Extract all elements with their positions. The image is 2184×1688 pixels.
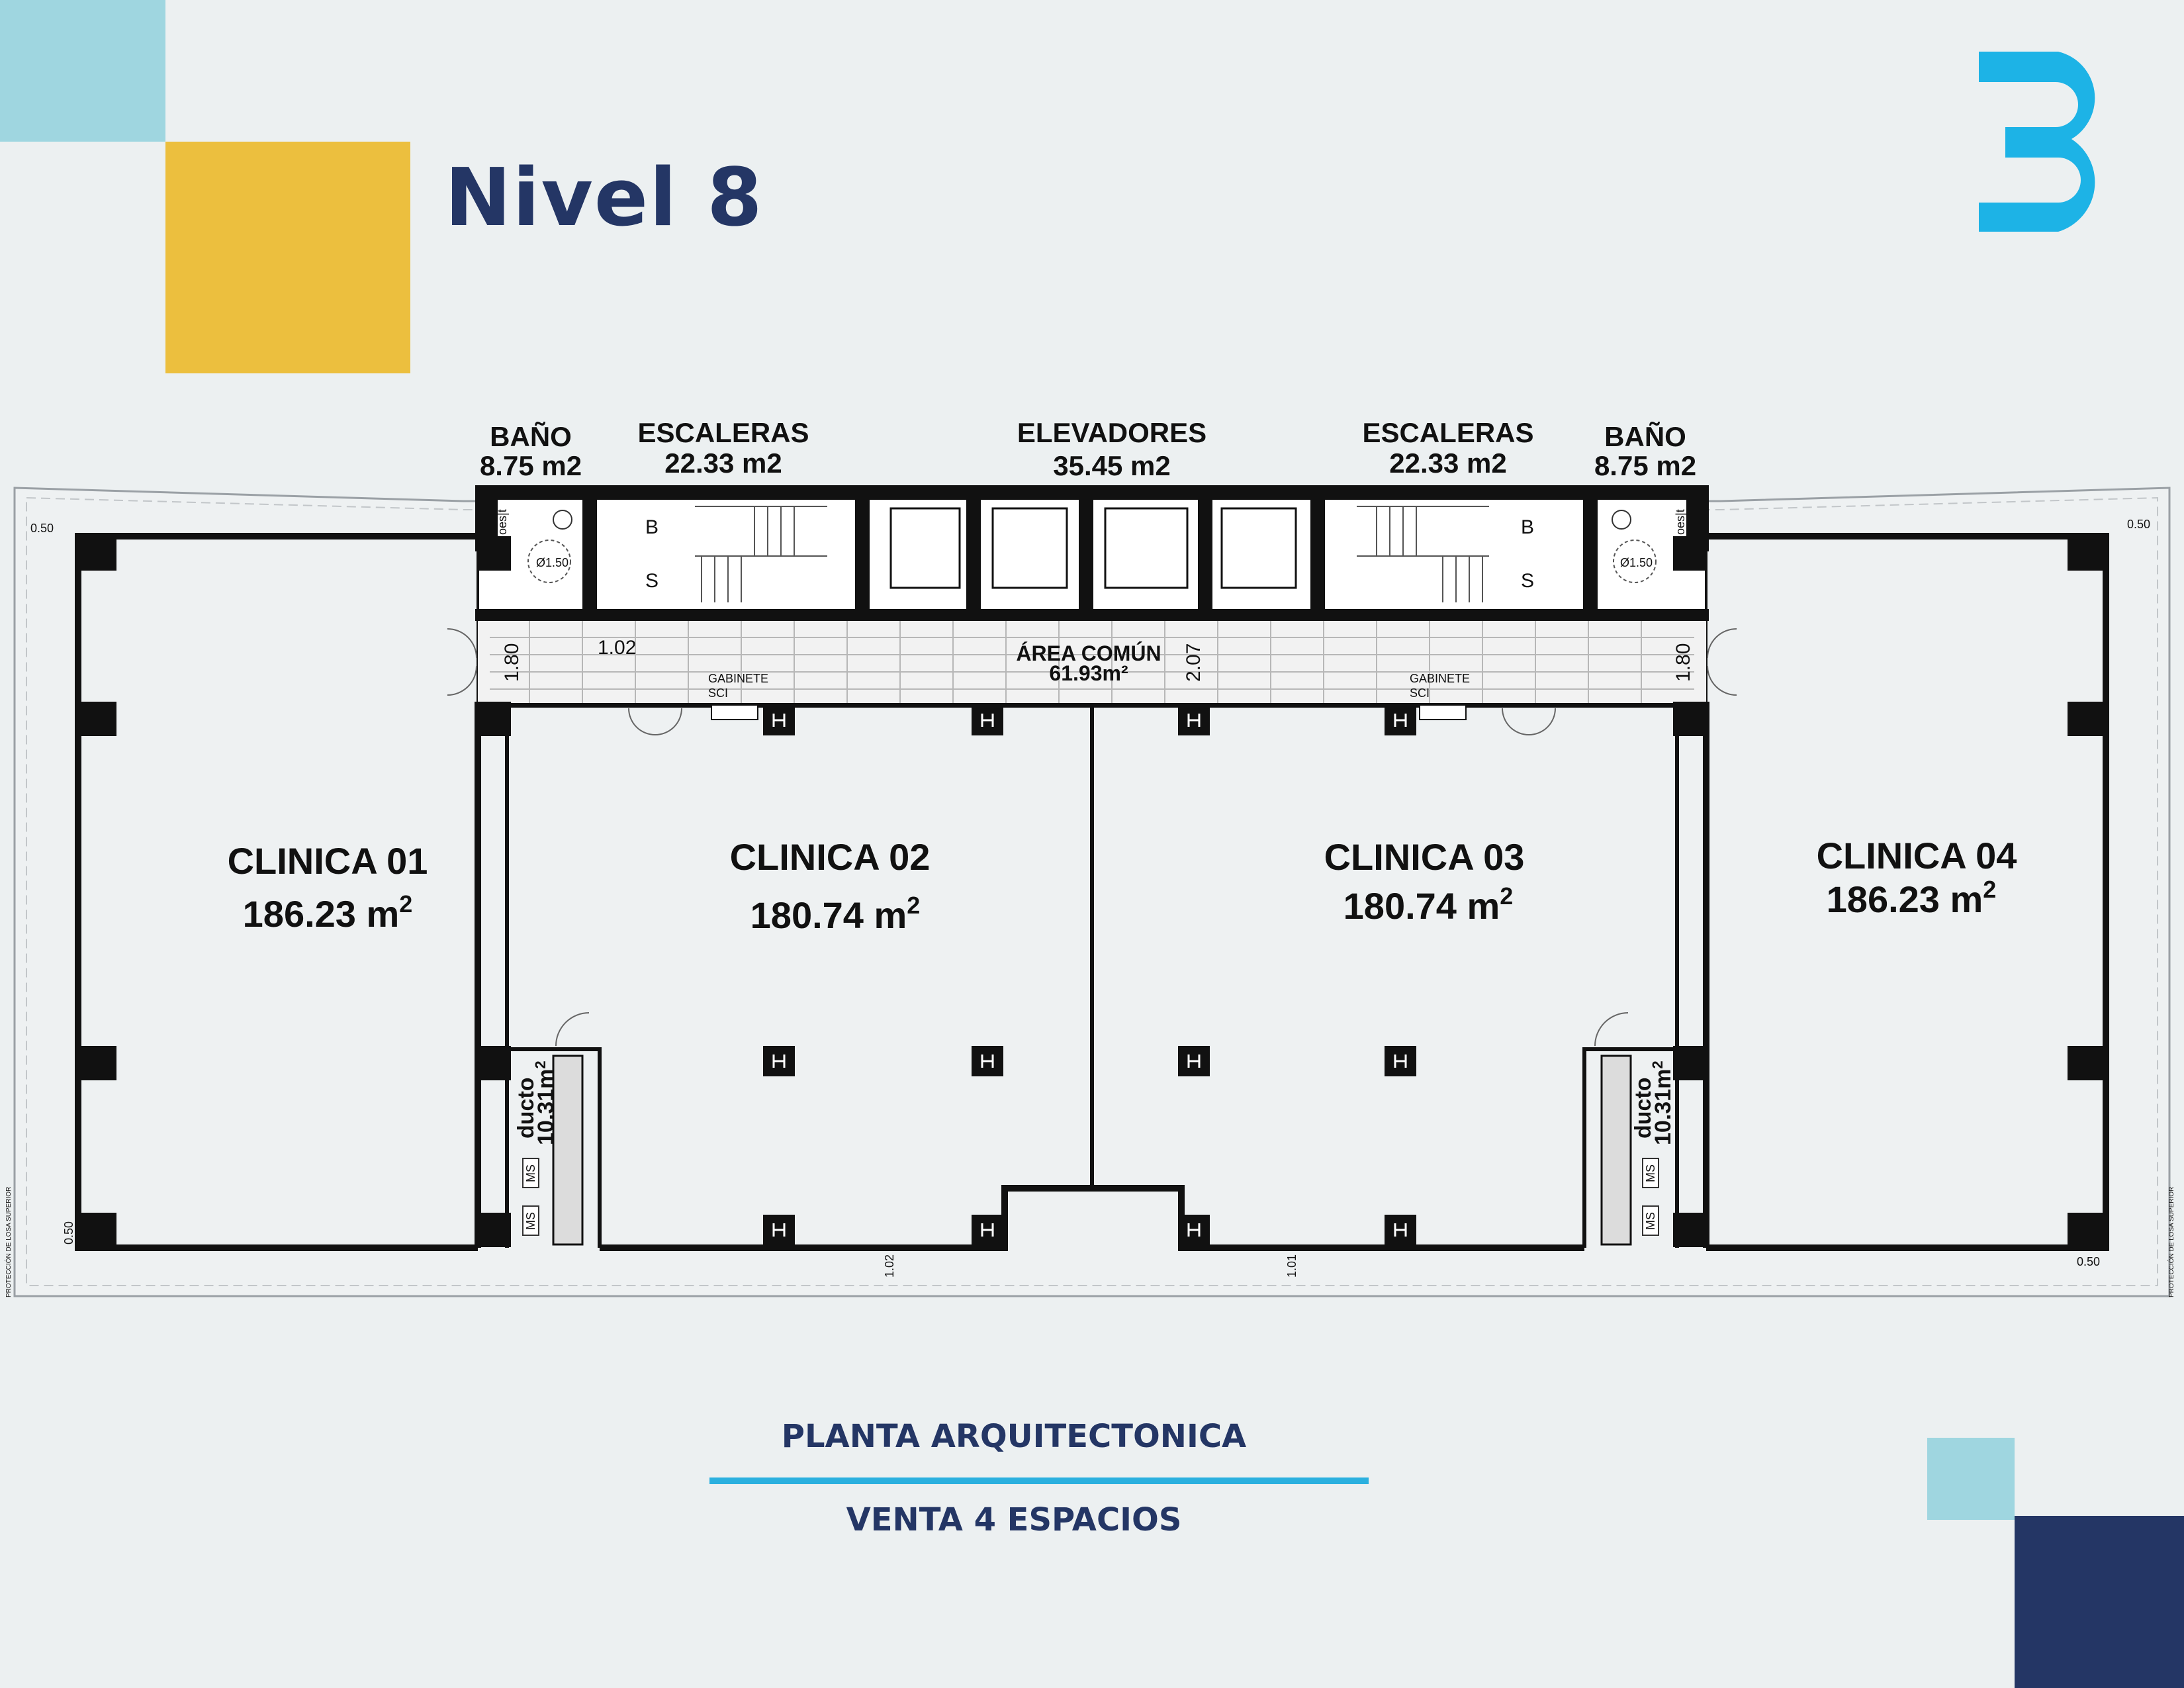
common-area-floor xyxy=(478,620,1706,706)
toilet-icon xyxy=(1612,510,1631,530)
gabinete-label-right-2: SCI xyxy=(1410,686,1430,700)
duct-left-label: ducto xyxy=(514,1077,539,1139)
toilet-icon xyxy=(553,510,572,530)
slab-edge-note-left: PROTECCIÓN DE LOSA SUPERIOR xyxy=(4,1187,13,1297)
column-h-marks xyxy=(772,714,1407,1237)
dim-label: 0.50 xyxy=(30,522,54,535)
bath-diameter-right: Ø1.50 xyxy=(1620,556,1653,569)
area-comun-name: ÁREA COMÚN xyxy=(1016,641,1161,665)
dim-label: 0.50 xyxy=(2127,518,2150,531)
duct-shaft-left xyxy=(552,1055,584,1246)
b-logo-icon xyxy=(1979,52,2095,232)
duct-right-label: ducto xyxy=(1631,1077,1656,1139)
gabinete-label-right-1: GABINETE xyxy=(1410,672,1470,685)
footer-divider xyxy=(709,1477,1369,1484)
stair-up-mark-left: B xyxy=(645,516,659,538)
bath-tag-right: oes|t xyxy=(1674,509,1687,535)
gabinete-sci-left xyxy=(711,704,758,720)
turning-circle-left xyxy=(527,539,571,583)
dim-label: 1.02 xyxy=(598,637,636,659)
dim-label: 0.50 xyxy=(62,1221,75,1244)
floor-plan: B S B S Ø1.50 Ø1.50 oes|t oes|t MS MS MS… xyxy=(4,417,2175,1297)
slab-inner-line xyxy=(26,496,2158,1286)
gabinete-label-left-2: SCI xyxy=(708,686,728,700)
stair-down-mark-left: S xyxy=(645,570,659,592)
dim-label: 1.80 xyxy=(501,643,523,682)
door-swings xyxy=(447,628,1737,1047)
clinic-01-area: 186.23 m2 xyxy=(243,890,413,935)
stair-down-mark-right: S xyxy=(1521,570,1534,592)
escaleras-right-area: 22.33 m2 xyxy=(1389,447,1506,479)
decor-square-yellow xyxy=(165,142,410,373)
page-title: Nivel 8 xyxy=(445,152,764,244)
bano-left-name: BAÑO xyxy=(490,421,572,452)
turning-circle-right xyxy=(1613,539,1657,583)
columns-black xyxy=(79,536,2105,1247)
decor-square-navy xyxy=(2015,1516,2184,1688)
dim-label: 0.50 xyxy=(2077,1255,2100,1268)
clinic-02-name: CLINICA 02 xyxy=(730,836,931,878)
plan-subtitle: PLANTA ARQUITECTONICA xyxy=(781,1418,1247,1455)
clinic-04-name: CLINICA 04 xyxy=(1817,835,2017,876)
clinic-02-area: 180.74 m2 xyxy=(751,892,921,936)
bath-diameter-left: Ø1.50 xyxy=(536,556,569,569)
escaleras-left-name: ESCALERAS xyxy=(637,417,809,448)
dim-label: 1.01 xyxy=(1285,1254,1298,1278)
tile-grid xyxy=(490,620,1694,706)
elevator-cars xyxy=(889,507,1297,589)
gabinete-sci-right xyxy=(1419,704,1467,720)
stairs-left xyxy=(695,506,827,602)
stair-up-mark-right: B xyxy=(1521,516,1534,538)
ms-label: MS xyxy=(524,1212,537,1230)
clinic-04-area: 186.23 m2 xyxy=(1827,876,1997,920)
dim-label: 2.07 xyxy=(1183,643,1205,682)
clinic-01-name: CLINICA 01 xyxy=(228,840,428,882)
plan-caption: VENTA 4 ESPACIOS xyxy=(846,1501,1182,1538)
duct-shaft-right xyxy=(1600,1055,1632,1246)
ms-label: MS xyxy=(1644,1164,1657,1182)
bano-right-name: BAÑO xyxy=(1604,421,1686,452)
interior-walls xyxy=(505,703,1679,1248)
dim-label: 1.02 xyxy=(883,1254,896,1278)
ms-label: MS xyxy=(524,1164,537,1182)
bano-left-area: 8.75 m2 xyxy=(480,450,582,481)
escaleras-right-name: ESCALERAS xyxy=(1362,417,1533,448)
duct-left-area: 10.31m2 xyxy=(532,1060,559,1145)
decor-square-light-blue-bottom xyxy=(1927,1438,2015,1520)
core-walls xyxy=(475,485,1709,621)
slab-edge-note-right: PROTECCIÓN DE LOSA SUPERIOR xyxy=(2167,1187,2175,1297)
gabinete-label-left-1: GABINETE xyxy=(708,672,768,685)
duct-right-area: 10.31m2 xyxy=(1649,1060,1676,1145)
clinic-03-area: 180.74 m2 xyxy=(1343,882,1514,927)
stairs-right xyxy=(1357,506,1489,602)
bath-tag-left: oes|t xyxy=(496,509,509,535)
ms-label: MS xyxy=(1644,1212,1657,1230)
decor-square-light-blue xyxy=(0,0,165,142)
elevadores-area: 35.45 m2 xyxy=(1053,450,1170,481)
dim-label: 1.80 xyxy=(1672,643,1694,682)
bano-right-area: 8.75 m2 xyxy=(1594,450,1696,481)
escaleras-left-area: 22.33 m2 xyxy=(664,447,782,479)
area-comun-area: 61.93m² xyxy=(1049,661,1128,685)
clinic-03-name: CLINICA 03 xyxy=(1324,836,1525,878)
elevadores-name: ELEVADORES xyxy=(1017,417,1206,448)
